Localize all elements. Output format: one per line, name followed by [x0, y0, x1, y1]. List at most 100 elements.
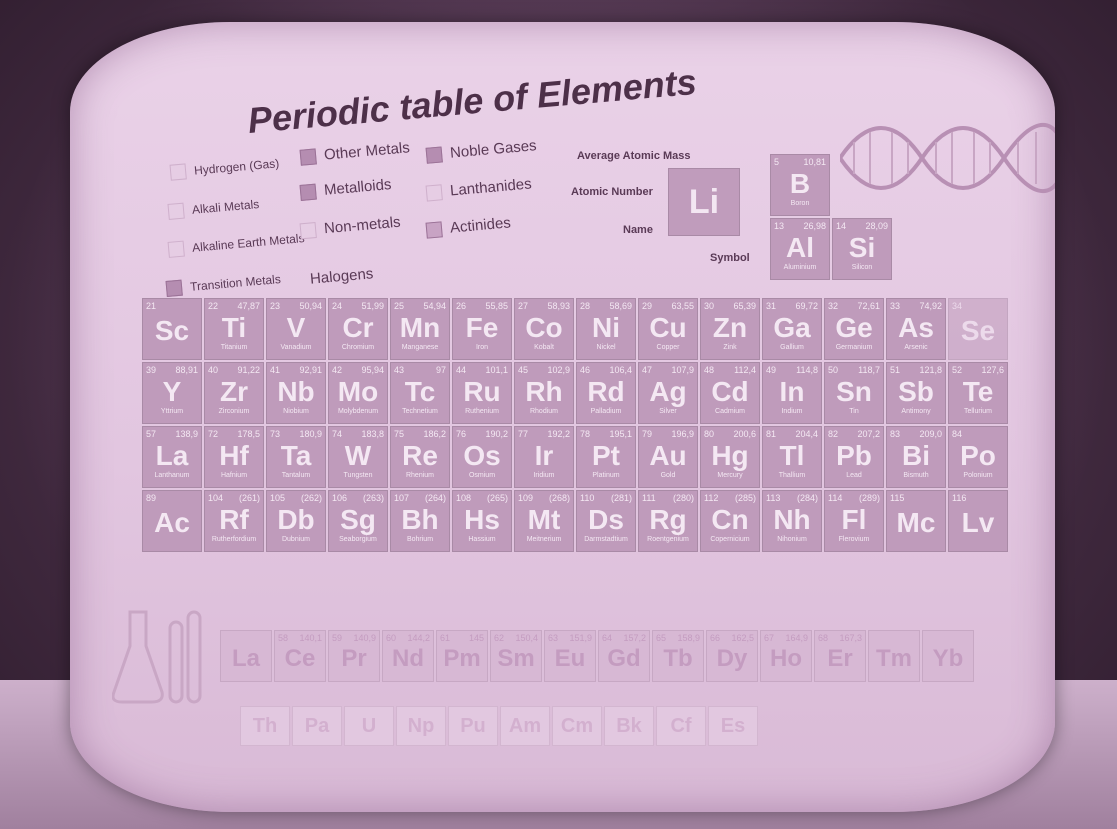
atomic-mass: 97	[435, 365, 446, 375]
atomic-mass: 102,9	[547, 365, 570, 375]
atomic-number: 21	[146, 301, 157, 311]
legend-item: Other Metals	[299, 139, 410, 166]
atomic-number: 66	[710, 633, 721, 643]
element-symbol: U	[361, 715, 377, 737]
element-name: Roentgenium	[647, 535, 689, 543]
legend-label: Halogens	[309, 265, 375, 288]
element-symbol: Zn	[712, 311, 748, 343]
element-symbol: Zr	[220, 375, 248, 407]
atomic-number: 31	[766, 301, 777, 311]
element-symbol: Cd	[711, 375, 749, 407]
element-symbol: Cr	[342, 311, 374, 343]
atomic-number: 27	[518, 301, 529, 311]
element-symbol: B	[789, 167, 811, 199]
atomic-number: 106	[332, 493, 348, 503]
element-symbol: Ho	[770, 645, 802, 672]
atomic-mass: 127,6	[981, 365, 1004, 375]
element-symbol: Mn	[399, 311, 441, 343]
atomic-number: 33	[890, 301, 901, 311]
element-name: Iridium	[533, 471, 555, 479]
element-symbol: Si	[848, 231, 876, 263]
element-symbol: V	[286, 311, 306, 343]
element-name: Molybdenum	[337, 407, 379, 415]
atomic-number: 51	[890, 365, 901, 375]
element-name: Tungsten	[343, 471, 373, 479]
atomic-number: 47	[642, 365, 653, 375]
element-symbol: Mt	[527, 503, 561, 535]
atomic-number: 108	[456, 493, 472, 503]
element-symbol: Db	[277, 503, 315, 535]
atomic-mass: 162,5	[731, 633, 754, 643]
element-symbol: Se	[960, 315, 996, 346]
legend-label: Alkali Metals	[191, 197, 260, 217]
element-symbol: Er	[827, 645, 853, 672]
element-symbol: Hg	[711, 439, 749, 471]
element-tile: Pu	[448, 706, 498, 746]
legend-label: Other Metals	[323, 139, 411, 164]
element-symbol: Cn	[711, 503, 749, 535]
element-name: Hassium	[468, 535, 496, 543]
atomic-mass: 101,1	[485, 365, 508, 375]
atomic-number: 22	[208, 301, 219, 311]
element-symbol: La	[231, 645, 260, 672]
element-name: Thallium	[778, 471, 806, 479]
atomic-mass: 92,91	[299, 365, 322, 375]
legend-label: Alkaline Earth Metals	[191, 231, 306, 255]
element-symbol: Bh	[401, 503, 439, 535]
element-name: Seaborgium	[339, 535, 377, 543]
element-name: Aluminium	[783, 263, 817, 271]
element-symbol: La	[155, 439, 189, 471]
element-name: Tellurium	[963, 407, 992, 415]
element-symbol: As	[898, 311, 934, 343]
key-example-symbol: Li	[688, 182, 720, 221]
element-symbol: W	[344, 439, 372, 471]
atomic-number: 83	[890, 429, 901, 439]
element-tile: Np	[396, 706, 446, 746]
element-name: Technetium	[402, 407, 438, 415]
key-average-atomic-mass-label: Average Atomic Mass	[577, 150, 691, 162]
legend-swatch	[299, 147, 317, 166]
atomic-number: 113	[766, 493, 781, 503]
key-atomic-number-label: Atomic Number	[571, 186, 653, 198]
element-name: Silicon	[851, 263, 873, 271]
atomic-number: 116	[952, 493, 967, 503]
dna-helix-icon	[840, 122, 1055, 194]
atomic-mass: (289)	[858, 493, 880, 503]
atomic-mass: (268)	[548, 493, 570, 503]
element-symbol: Ag	[649, 375, 687, 407]
atomic-mass: 58,93	[547, 301, 570, 311]
atomic-mass: 140,1	[299, 633, 322, 643]
atomic-mass: 186,2	[423, 429, 446, 439]
element-name: Flerovium	[838, 535, 870, 543]
element-symbol: Hf	[219, 439, 249, 471]
atomic-number: 111	[642, 493, 656, 503]
atomic-mass: 196,9	[671, 429, 694, 439]
legend-item: Lanthanides	[425, 175, 532, 202]
element-symbol: Cu	[649, 311, 687, 343]
atomic-mass: (284)	[796, 493, 818, 503]
element-tile: Bk	[604, 706, 654, 746]
element-name: Bismuth	[903, 471, 929, 479]
atomic-mass: 114,8	[796, 365, 818, 375]
atomic-mass: 65,39	[733, 301, 756, 311]
atomic-number: 48	[704, 365, 715, 375]
atomic-number: 13	[774, 221, 785, 231]
element-symbol: Bk	[616, 715, 642, 737]
atomic-mass: 51,99	[361, 301, 384, 311]
